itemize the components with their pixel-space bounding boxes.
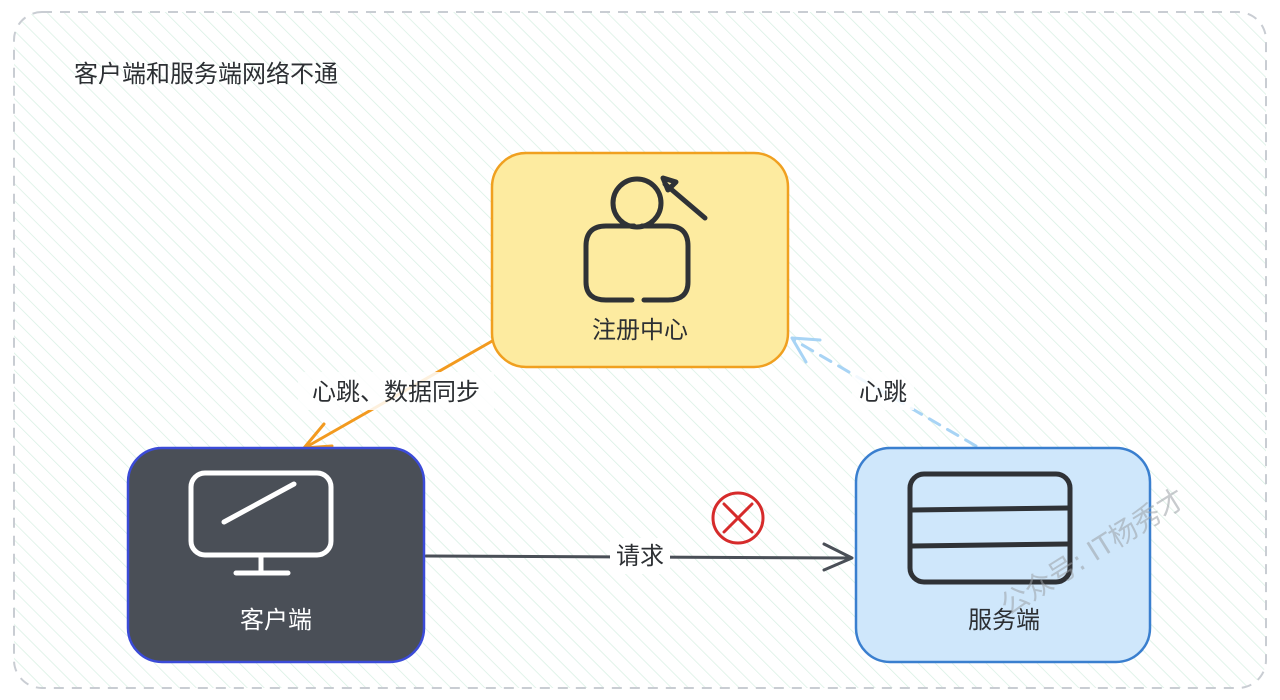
server-icon: [907, 471, 1073, 585]
monitor-icon: [188, 470, 334, 576]
frame-title: 客户端和服务端网络不通: [74, 60, 338, 88]
node-client-label: 客户端: [240, 606, 312, 634]
node-registry-box: [490, 151, 790, 369]
edge-server-to-registry-label-bg: [852, 372, 914, 410]
edge-server-to-registry-arrowhead: [790, 336, 822, 364]
node-registry[interactable]: 注册中心: [490, 151, 790, 369]
node-client[interactable]: 客户端: [126, 446, 426, 664]
edge-client-to-server-label: 请求: [616, 542, 664, 570]
node-registry-label: 注册中心: [592, 316, 688, 344]
edge-client-to-server-label-bg: [610, 538, 670, 574]
admin-user-icon: [583, 175, 708, 303]
node-server[interactable]: 服务端: [854, 446, 1152, 664]
edge-registry-to-client-label-bg: [298, 372, 494, 410]
request-failed-icon: [711, 491, 765, 545]
edge-client-to-server-arrowhead: [822, 542, 854, 572]
node-server-label: 服务端: [968, 606, 1040, 634]
edge-server-to-registry-label: 心跳: [859, 378, 907, 406]
node-server-box: [854, 446, 1152, 664]
edge-registry-to-client-label: 心跳、数据同步: [312, 378, 480, 406]
